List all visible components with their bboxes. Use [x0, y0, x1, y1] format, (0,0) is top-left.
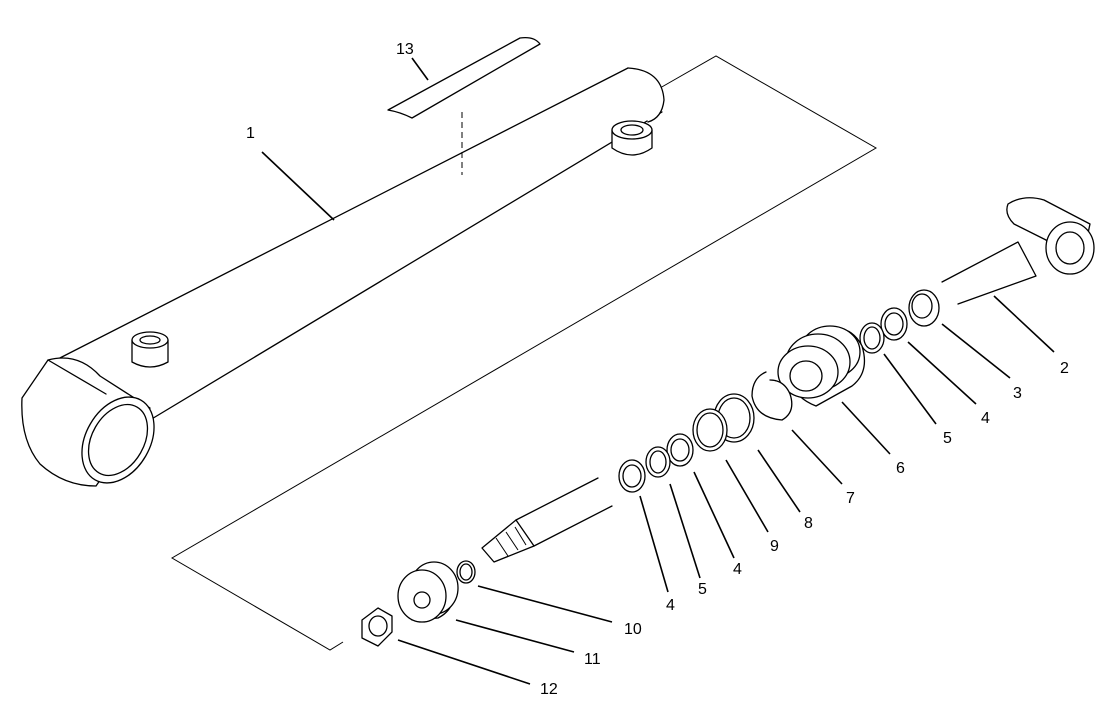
part-7-retaining-ring — [751, 371, 793, 421]
callout-4-middle: 4 — [733, 561, 742, 578]
callout-5-lower: 5 — [698, 581, 707, 598]
callout-13: 13 — [396, 41, 414, 58]
callout-2: 2 — [1060, 360, 1069, 377]
callout-6: 6 — [896, 460, 905, 477]
callout-8: 8 — [804, 515, 813, 532]
callout-4-upper: 4 — [981, 410, 990, 427]
part-4-backup-ring-lower — [618, 459, 646, 493]
rod-threaded-end — [481, 477, 613, 563]
callout-7: 7 — [846, 490, 855, 507]
part-4-backup-ring-middle — [666, 433, 694, 467]
callout-9: 9 — [770, 538, 779, 555]
group-outline — [171, 55, 877, 651]
part-9-backup-ring — [692, 408, 728, 452]
part-3-wiper — [908, 289, 940, 327]
part-11-piston — [397, 561, 459, 623]
part-6-head-gland — [777, 325, 866, 407]
callout-3: 3 — [1013, 385, 1022, 402]
callout-10: 10 — [624, 621, 642, 638]
part-5-o-ring-lower — [645, 446, 671, 478]
part-4-backup-ring-upper — [880, 307, 908, 341]
callout-12: 12 — [540, 681, 558, 698]
callout-1: 1 — [246, 125, 255, 142]
part-2-rod — [941, 197, 1095, 305]
leader-lines — [261, 57, 1055, 685]
part-10-o-ring — [456, 560, 476, 584]
part-1-barrel — [21, 67, 665, 487]
part-12-nut — [361, 607, 393, 647]
part-5-o-ring-upper — [859, 322, 885, 354]
part-13-decal — [387, 36, 541, 175]
callout-4-lower: 4 — [666, 597, 675, 614]
callout-5-upper: 5 — [943, 430, 952, 447]
callout-11: 11 — [584, 651, 601, 668]
